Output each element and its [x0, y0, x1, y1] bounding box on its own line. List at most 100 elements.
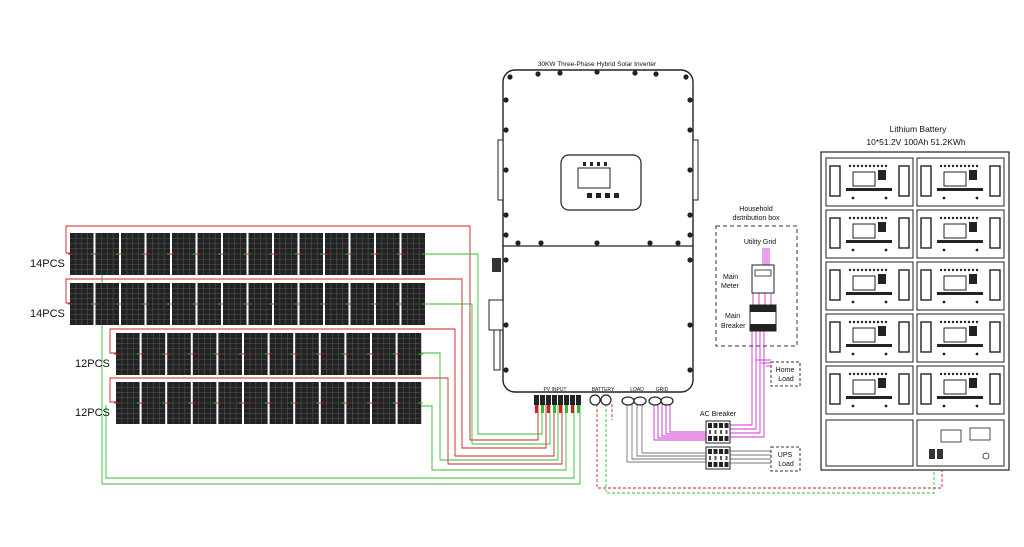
load-wire: [626, 404, 706, 463]
breaker-terminal: [713, 462, 718, 467]
battery-module-label-plate: [852, 327, 876, 343]
pv-positive-wire: [65, 225, 539, 441]
breaker-terminal: [719, 423, 723, 428]
battery-module-vent: [852, 320, 856, 324]
battery-module-vent: [884, 320, 888, 324]
solar-panel: [170, 283, 198, 325]
solar-panel: [318, 333, 347, 375]
string-4-label: 12PCS: [75, 407, 110, 419]
battery-module-terminal: [878, 222, 886, 232]
battery-module-vent: [939, 268, 943, 272]
inverter-bolt: [503, 232, 509, 238]
battery-module-terminal: [878, 274, 886, 284]
battery-module-screw: [884, 248, 888, 252]
breaker-terminal: [713, 423, 718, 428]
wiring: [65, 225, 943, 494]
grid-wire: [730, 331, 761, 434]
home-load-label-1: Home: [776, 367, 795, 374]
solar-panel: [139, 382, 168, 424]
inverter-indicator: [583, 162, 586, 166]
breaker-terminal: [708, 449, 712, 454]
battery-module-handle-right: [989, 269, 1001, 301]
inverter-bolt: [687, 97, 693, 103]
battery-module-screw: [851, 248, 855, 252]
battery-module: [825, 209, 914, 259]
pv-negative-wire: [105, 404, 575, 479]
pv-connector: [576, 395, 581, 405]
battery-module-vent: [955, 268, 959, 272]
inverter-switch-knob: [492, 258, 501, 272]
pv-negative-wire: [101, 258, 581, 485]
battery-module-vent: [947, 372, 951, 376]
battery-module-vent: [880, 268, 884, 272]
battery-module-vent: [943, 372, 947, 376]
solar-panel: [68, 283, 96, 325]
inverter-bracket-left: [497, 139, 504, 201]
battery-module-vent: [880, 164, 884, 168]
battery-module-bus: [846, 396, 892, 399]
solar-panel: [246, 233, 274, 275]
battery-module-vent: [848, 216, 852, 220]
battery-module-vent: [963, 372, 967, 376]
main-breaker-bottom: [750, 324, 776, 331]
solar-panel: [370, 333, 398, 375]
battery-module-vent: [955, 164, 959, 168]
inverter-bolt: [557, 70, 563, 76]
battery-empty-bay: [825, 419, 914, 467]
battery-module-vent: [884, 216, 888, 220]
main-meter-label-2: Meter: [721, 283, 740, 290]
solar-panel: [190, 382, 219, 424]
pv-array: [68, 233, 427, 424]
battery-module-screw: [884, 404, 888, 408]
inverter-button: [605, 193, 610, 198]
battery-module-label-plate: [852, 223, 876, 239]
solar-panel: [119, 283, 147, 325]
load-port-label: LOAD: [630, 387, 644, 393]
battery-module: [916, 365, 1005, 415]
solar-panel: [374, 233, 402, 275]
battery-terminal-negative: [937, 449, 943, 459]
battery-control-unit: [916, 419, 1005, 467]
battery-module-screw: [975, 404, 979, 408]
solar-panel: [344, 333, 372, 375]
pv-connector: [570, 395, 575, 405]
battery-module-handle-right: [989, 321, 1001, 353]
breaker-terminal: [724, 462, 729, 467]
solar-panel: [246, 283, 274, 325]
battery-module-vent: [856, 216, 860, 220]
battery-module-vent: [967, 268, 971, 272]
inverter-bolt: [687, 232, 693, 238]
battery-module-screw: [851, 352, 855, 356]
breaker-terminal: [713, 436, 718, 441]
solar-panel: [323, 283, 351, 325]
pv-input-port-label: PV INPUT: [543, 387, 566, 393]
ac-breaker-load: [705, 446, 731, 470]
battery-module-vent: [860, 372, 864, 376]
solar-panel: [139, 333, 168, 375]
battery-module-screw: [975, 300, 979, 304]
battery-module-vent: [872, 216, 876, 220]
breaker-toggle: [709, 430, 711, 434]
battery-module-terminal: [969, 222, 977, 232]
battery-module-vent: [951, 372, 955, 376]
battery-module-vent: [864, 268, 868, 272]
breaker-terminal: [708, 436, 712, 441]
pv-connector: [564, 395, 569, 405]
solar-panel: [165, 333, 193, 375]
battery-module-terminal: [878, 326, 886, 336]
ups-load: UPS Load: [770, 446, 801, 472]
battery-module-vent: [967, 372, 971, 376]
solar-panel: [267, 333, 296, 375]
solar-panel: [195, 283, 223, 325]
inverter-bolt: [687, 367, 693, 373]
battery-module-vent: [860, 164, 864, 168]
solar-panel: [374, 283, 402, 325]
battery-module-vent: [971, 268, 975, 272]
inverter-bolt: [503, 167, 509, 173]
battery-module-label-plate: [943, 223, 967, 239]
battery-module-vent: [955, 320, 959, 324]
pv-connector: [552, 395, 557, 405]
inverter-bracket-right: [692, 139, 699, 201]
battery-module-bus: [846, 344, 892, 347]
battery-module-vent: [951, 216, 955, 220]
